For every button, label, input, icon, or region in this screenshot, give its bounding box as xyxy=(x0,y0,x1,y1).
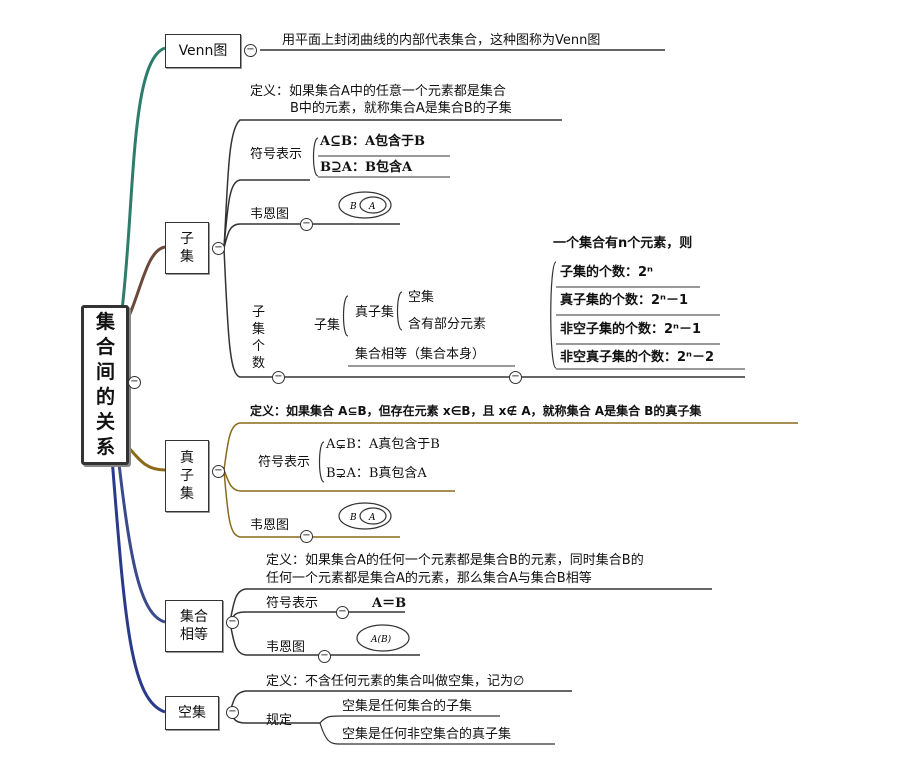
subset-notation-2: B⊇A：B包含A xyxy=(320,160,413,175)
proper-notation-label: 符号表示 xyxy=(258,455,311,470)
venn-diagram-subset: B A xyxy=(338,191,392,219)
root-title: 集合间的关系 xyxy=(96,311,116,458)
collapse-toggle-equal[interactable]: − xyxy=(226,616,239,629)
subset-proper-branch: 真子集 xyxy=(355,305,395,320)
proper-notation-2: B⊋A：B真包含A xyxy=(326,466,427,481)
node-empty-set[interactable]: 空集 xyxy=(165,696,219,730)
venn-label-b: B xyxy=(349,513,357,523)
formula-4: 非空真子集的个数：2ⁿ－2 xyxy=(560,350,715,365)
node-equal-label: 集合相等 xyxy=(180,609,208,643)
subset-proper-partial: 含有部分元素 xyxy=(408,317,487,332)
proper-definition: 定义：如果集合 A⊆B，但存在元素 x∈B，且 x∉ A，就称集合 A是集合 B… xyxy=(250,404,702,418)
equal-diagram-label: 韦恩图 xyxy=(266,640,306,655)
collapse-toggle-formulas[interactable]: − xyxy=(509,371,522,384)
proper-diagram-label: 韦恩图 xyxy=(250,518,290,533)
node-subset-label: 子集 xyxy=(180,231,194,265)
collapse-toggle-subset-count[interactable]: − xyxy=(272,371,285,384)
empty-rule-label: 规定 xyxy=(266,713,293,728)
equal-notation-label: 符号表示 xyxy=(266,596,319,611)
proper-notation-1: A⊊B：A真包含于B xyxy=(326,437,440,452)
equal-notation-value: A＝B xyxy=(372,596,407,611)
venn-diagram-equal: A(B) xyxy=(356,624,410,652)
empty-rule-1: 空集是任何集合的子集 xyxy=(342,699,473,714)
empty-definition: 定义：不含任何元素的集合叫做空集，记为∅ xyxy=(266,674,525,689)
node-subset[interactable]: 子集 xyxy=(165,222,209,274)
root-node[interactable]: 集合间的关系 xyxy=(81,305,129,465)
venn-label-a: A xyxy=(368,202,376,212)
equal-definition-line1: 定义：如果集合A的任何一个元素都是集合B的元素，同时集合B的 xyxy=(266,553,644,568)
formula-2: 真子集的个数：2ⁿ－1 xyxy=(560,293,689,308)
subset-equal-branch: 集合相等（集合本身） xyxy=(355,347,486,362)
subset-proper-empty: 空集 xyxy=(408,290,435,305)
subset-definition-line1: 定义：如果集合A中的任意一个元素都是集合 xyxy=(250,84,506,99)
venn-diagram-proper: B A xyxy=(338,502,392,530)
node-equal[interactable]: 集合相等 xyxy=(165,600,223,652)
collapse-toggle-empty[interactable]: − xyxy=(226,706,239,719)
empty-rule-2: 空集是任何非空集合的真子集 xyxy=(342,727,512,742)
collapse-toggle-subset[interactable]: − xyxy=(212,242,225,255)
formula-3: 非空子集的个数：2ⁿ－1 xyxy=(560,322,702,337)
venn-label-b: B xyxy=(349,202,357,212)
formula-1: 子集的个数：2ⁿ xyxy=(560,265,653,280)
venn-label-ab: A(B) xyxy=(370,634,392,645)
node-venn[interactable]: Venn图 xyxy=(165,34,241,68)
formula-header: 一个集合有n个元素，则 xyxy=(553,236,693,251)
subset-notation-1: A⊆B：A包含于B xyxy=(320,134,426,149)
subset-count-branch: 子集 xyxy=(314,318,341,333)
subset-notation-label: 符号表示 xyxy=(250,147,303,162)
node-proper-subset-label: 真子集 xyxy=(180,450,194,502)
node-venn-label: Venn图 xyxy=(178,43,228,59)
venn-label-a: A xyxy=(368,513,376,523)
subset-count-label: 子集个数 xyxy=(252,305,266,371)
branch-venn xyxy=(120,46,166,311)
collapse-toggle-proper[interactable]: − xyxy=(212,465,225,478)
collapse-toggle-root[interactable]: − xyxy=(128,376,141,389)
subset-diagram-label: 韦恩图 xyxy=(250,207,290,222)
collapse-toggle-proper-diagram[interactable]: − xyxy=(300,530,313,543)
venn-description: 用平面上封闭曲线的内部代表集合，这种图称为Venn图 xyxy=(282,33,601,48)
node-proper-subset[interactable]: 真子集 xyxy=(165,440,209,512)
collapse-toggle-subset-diagram[interactable]: − xyxy=(300,218,313,231)
branch-equal xyxy=(116,454,166,624)
collapse-toggle-venn[interactable]: − xyxy=(244,44,257,57)
node-empty-set-label: 空集 xyxy=(178,705,206,721)
equal-definition-line2: 任何一个元素都是集合A的元素，那么集合A与集合B相等 xyxy=(266,571,592,586)
collapse-toggle-equal-diagram[interactable]: − xyxy=(318,650,331,663)
collapse-toggle-equal-notation[interactable]: − xyxy=(336,606,349,619)
subset-definition-line2: B中的元素，就称集合A是集合B的子集 xyxy=(290,101,512,116)
branch-empty xyxy=(110,457,166,714)
